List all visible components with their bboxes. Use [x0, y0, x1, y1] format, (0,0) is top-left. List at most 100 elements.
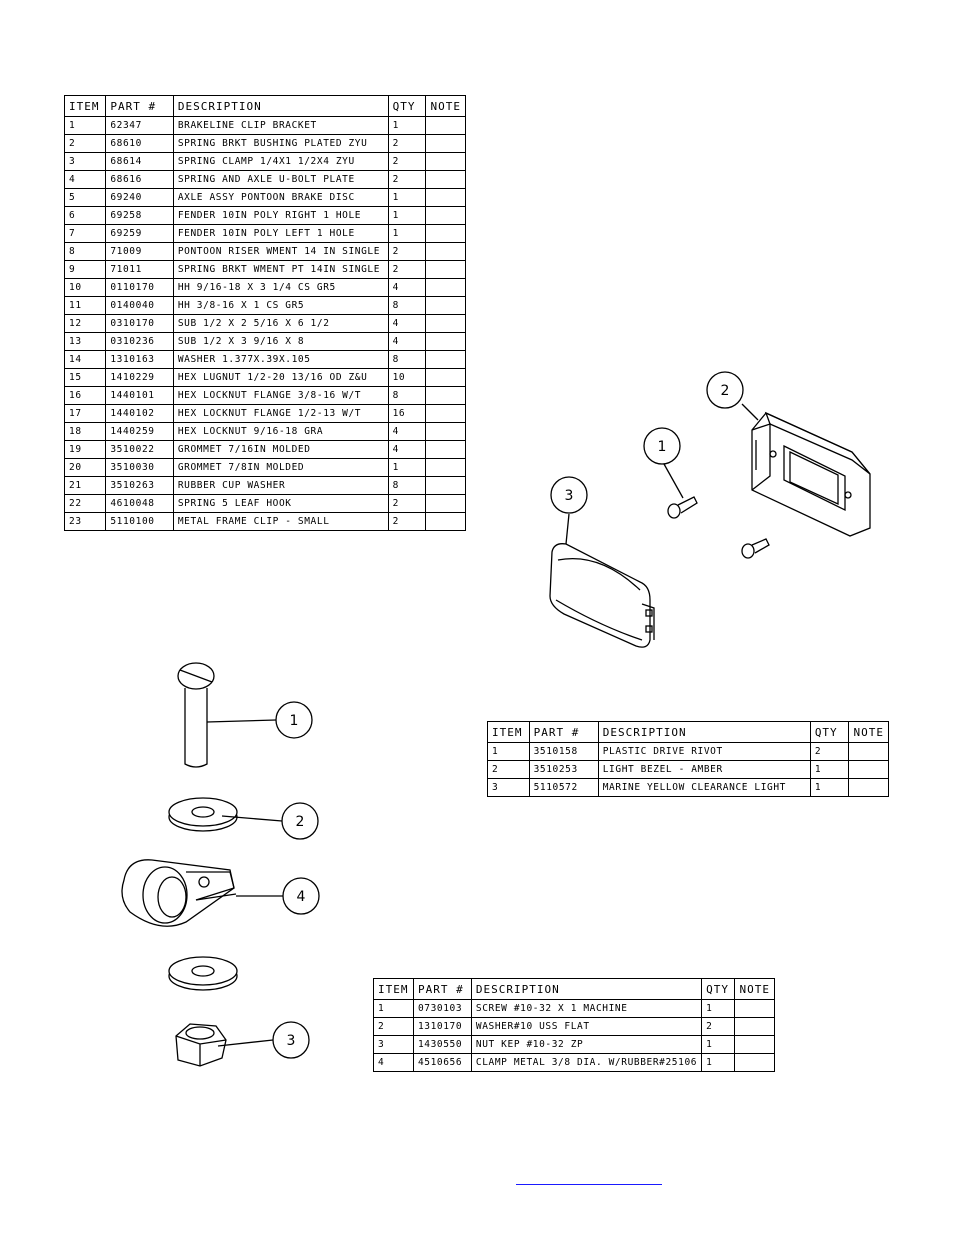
table-cell: 23	[63, 512, 107, 531]
table-cell: 8	[387, 386, 427, 405]
table-cell	[734, 999, 775, 1018]
table-cell: 13	[63, 332, 107, 351]
table-cell: 69259	[105, 224, 174, 243]
table-cell: 3510253	[528, 760, 599, 779]
table-cell: 1	[487, 742, 530, 761]
table-cell: AXLE ASSY PONTOON BRAKE DISC	[172, 188, 389, 207]
table-cell	[734, 1053, 775, 1072]
table-cell	[425, 188, 466, 207]
table-cell	[734, 1035, 775, 1054]
table-cell: HEX LOCKNUT FLANGE 3/8-16 W/T	[172, 386, 389, 405]
table-cell: SPRING 5 LEAF HOOK	[172, 494, 389, 513]
table-cell: 69258	[105, 206, 174, 225]
clearance-light-drawing	[549, 543, 655, 648]
table-cell	[425, 260, 466, 279]
table-cell: 3	[373, 1035, 414, 1054]
table-cell: 2	[387, 260, 427, 279]
column-header: DESCRIPTION	[172, 95, 389, 117]
table-cell: 21	[63, 476, 107, 495]
callout-clamp-4: 4	[297, 889, 306, 905]
table-cell: 16	[63, 386, 107, 405]
table-cell: GROMMET 7/8IN MOLDED	[172, 458, 389, 477]
table-cell: 71011	[105, 260, 174, 279]
callout-light-1: 1	[658, 439, 667, 455]
column-header: PART #	[412, 978, 472, 1000]
rubber-clamp-drawing	[121, 859, 237, 927]
table-cell: 8	[387, 476, 427, 495]
table-cell: 1440259	[105, 422, 174, 441]
table-cell	[425, 476, 466, 495]
table-cell: 68616	[105, 170, 174, 189]
table-cell: SPRING AND AXLE U-BOLT PLATE	[172, 170, 389, 189]
table-cell: LIGHT BEZEL - AMBER	[597, 760, 811, 779]
table-cell	[425, 116, 466, 135]
table-cell: 2	[387, 134, 427, 153]
table-cell: 22	[63, 494, 107, 513]
table-cell: 4	[387, 440, 427, 459]
table-cell: 10	[387, 368, 427, 387]
table-cell	[425, 404, 466, 423]
callout-circle-clamp-4	[282, 877, 320, 915]
table-cell: 2	[387, 152, 427, 171]
table-cell: FENDER 10IN POLY RIGHT 1 HOLE	[172, 206, 389, 225]
table-cell	[425, 494, 466, 513]
table-cell: 2	[809, 742, 850, 761]
column-header: NOTE	[734, 978, 775, 1000]
second-washer-drawing	[168, 956, 238, 991]
table-cell	[425, 296, 466, 315]
table-cell	[425, 314, 466, 333]
footer-link[interactable]	[516, 1170, 662, 1185]
column-header: ITEM	[63, 95, 107, 117]
table-cell	[848, 778, 889, 797]
table-cell: 1	[387, 458, 427, 477]
table-cell: 3	[63, 152, 107, 171]
callout-clamp-3: 3	[287, 1033, 296, 1049]
table-cell: 11	[63, 296, 107, 315]
table-cell	[734, 1017, 775, 1036]
table-cell: 8	[387, 296, 427, 315]
table-cell: PLASTIC DRIVE RIVOT	[597, 742, 811, 761]
table-cell: 3510263	[105, 476, 174, 495]
table-cell: 15	[63, 368, 107, 387]
table-cell: 5	[63, 188, 107, 207]
table-cell: 6	[63, 206, 107, 225]
table-cell: PONTOON RISER WMENT 14 IN SINGLE	[172, 242, 389, 261]
table-cell: BRAKELINE CLIP BRACKET	[172, 116, 389, 135]
table-cell: 19	[63, 440, 107, 459]
table-cell: SPRING BRKT WMENT PT 14IN SINGLE	[172, 260, 389, 279]
column-header: NOTE	[425, 95, 466, 117]
callout-light-3: 3	[565, 488, 574, 504]
table-cell: NUT KEP #10-32 ZP	[470, 1035, 703, 1054]
table-cell: 0140040	[105, 296, 174, 315]
table-cell: HH 9/16-18 X 3 1/4 CS GR5	[172, 278, 389, 297]
table-cell	[425, 152, 466, 171]
table-cell: MARINE YELLOW CLEARANCE LIGHT	[597, 778, 811, 797]
light-bezel-drawing	[751, 411, 871, 537]
table-cell: 0730103	[412, 999, 472, 1018]
table-cell: 7	[63, 224, 107, 243]
table-cell: 8	[387, 350, 427, 369]
table-cell	[425, 242, 466, 261]
callout-circle-light-3	[550, 476, 588, 514]
column-header: QTY	[701, 978, 736, 1000]
